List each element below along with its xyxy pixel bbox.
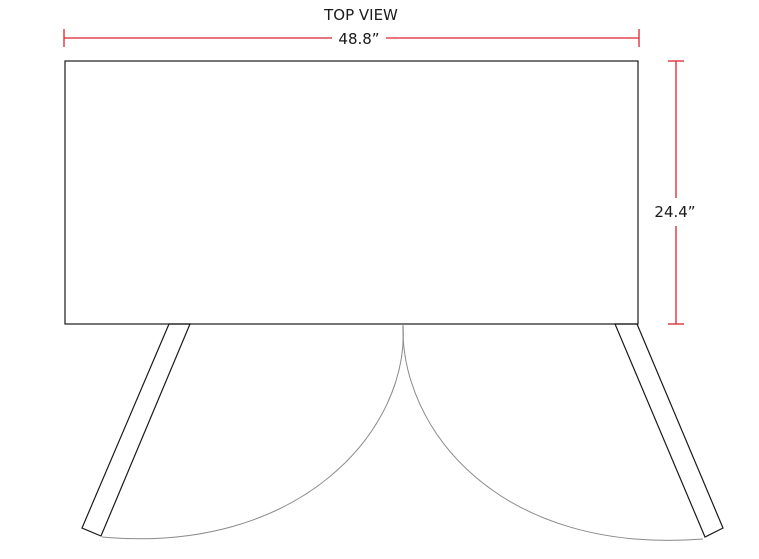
right-door [614, 323, 724, 538]
diagram-title: TOP VIEW [323, 6, 398, 24]
width-dimension-label: 48.8” [338, 30, 379, 48]
depth-dimension-label: 24.4” [654, 203, 695, 221]
left-door-swing-arc [101, 323, 404, 540]
cabinet-body [64, 60, 639, 325]
right-door-swing-arc [402, 323, 704, 541]
left-door [81, 323, 191, 537]
depth-dimension: 24.4” [654, 60, 696, 325]
width-dimension: 48.8” [63, 29, 640, 48]
